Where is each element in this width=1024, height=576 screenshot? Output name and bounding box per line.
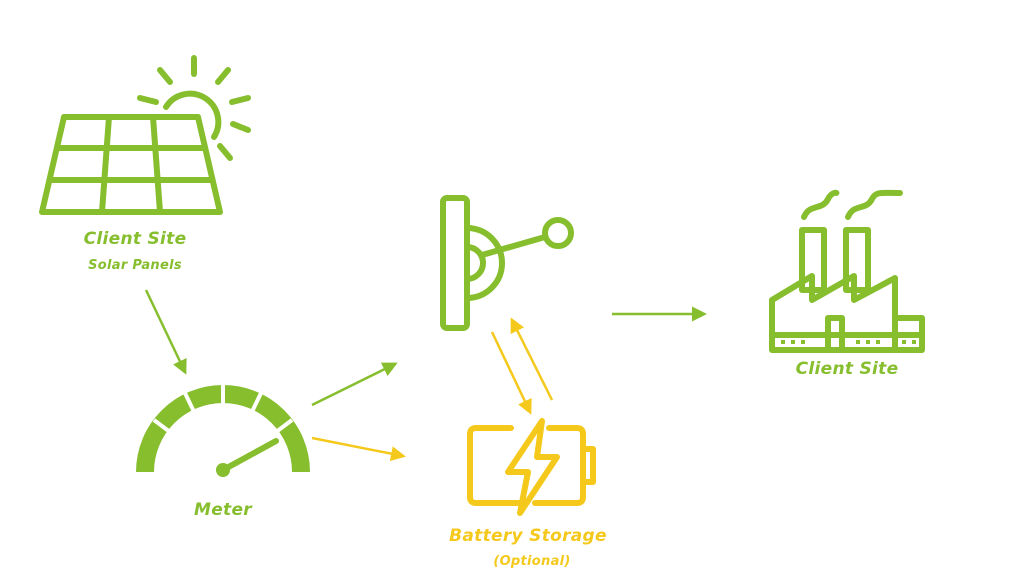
arrow-meter-to-battery (311, 436, 406, 462)
solar-panel-icon (39, 55, 251, 215)
battery-title: Battery Storage (449, 526, 607, 546)
battery-subtitle: (Optional) (493, 554, 571, 569)
arrow-solar-to-meter (144, 289, 187, 375)
arrow-switch-to-battery (490, 331, 532, 415)
factory-site-title: Client Site (795, 359, 899, 379)
factory-icon (769, 189, 925, 353)
meter-gauge-icon (136, 381, 310, 477)
factory-windows (781, 340, 916, 344)
solar-site-subtitle: Solar Panels (88, 258, 182, 273)
meter-label: Meter (194, 500, 252, 520)
arrow-meter-to-switch (311, 362, 398, 407)
battery-icon (467, 418, 596, 516)
switch-lever-icon (440, 195, 574, 331)
solar-site-title: Client Site (83, 229, 187, 249)
arrow-battery-to-switch (510, 317, 554, 401)
